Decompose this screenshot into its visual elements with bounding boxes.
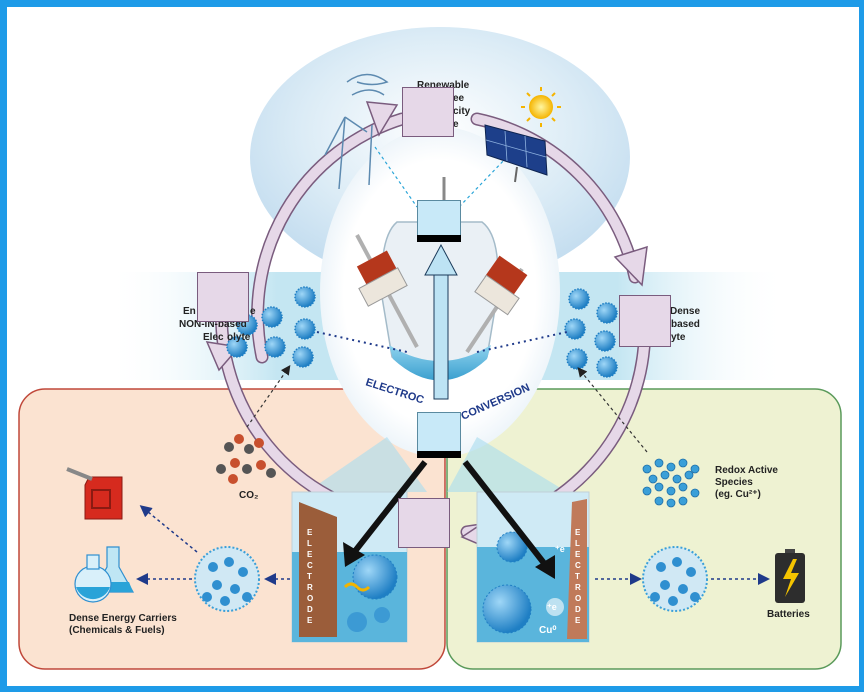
electrode-inset-right (476, 491, 590, 643)
redaction-box-top (402, 87, 454, 137)
beam-left (307, 437, 427, 492)
electrochemical-cell (355, 177, 528, 400)
electrode-right (465, 255, 528, 354)
label-right-1: Dense (670, 306, 701, 317)
label-renewable-3: city (453, 106, 471, 117)
label-right-3: yte (671, 332, 686, 343)
wind-turbine-icon (324, 73, 389, 190)
label-left-3b: olyte (227, 332, 251, 343)
redaction-box-left (197, 272, 249, 322)
arrow-to-right-inset (462, 460, 550, 569)
cycle-arrowhead-top-left (365, 101, 399, 137)
sun-icon (521, 87, 561, 127)
label-left-2: NON-IN-based (179, 319, 247, 330)
redaction-box-bottom (398, 498, 450, 548)
label-renewable-2: ee (453, 93, 465, 104)
label-renewable-4: e (453, 119, 459, 130)
redaction-box-center-bottom (417, 412, 461, 458)
dotted-line-left (374, 146, 418, 208)
cycle-arrowhead-right (613, 245, 648, 287)
chemical-flasks-icon (74, 546, 135, 603)
co2-arrow (246, 365, 291, 428)
label-left-1: En (183, 306, 196, 317)
label-right-2: based (671, 319, 700, 330)
label-redox-2: Species (715, 477, 753, 488)
redaction-box-center-top (417, 200, 461, 242)
label-left-3: Elec (203, 332, 224, 343)
label-dense-1: Dense Energy Carriers (69, 613, 177, 624)
redox-species-icon (642, 458, 700, 508)
label-left-1b: e (250, 306, 256, 317)
co2-molecules-icon (216, 434, 276, 484)
solar-panel-icon (484, 124, 548, 183)
electrode-left (355, 234, 419, 348)
arrow-to-left-inset-head (343, 542, 365, 567)
label-e-minus-1: ⁺e (555, 544, 565, 554)
label-dense-2: (Chemicals & Fuels) (69, 625, 165, 636)
electrochemical-cycle-diagram: ELECTROC CONVERSION (18, 27, 842, 670)
label-e-minus-2: ⁺e (547, 602, 557, 612)
label-batteries: Batteries (767, 609, 810, 620)
label-co2: CO₂ (239, 490, 259, 501)
arrow-to-left-inset (349, 460, 428, 557)
nanoparticle-left-icon (194, 546, 260, 612)
label-renewable: Renewable (417, 80, 470, 91)
label-redox-3: (eg. Cu²⁺) (715, 489, 761, 500)
molecule-cluster-left (226, 286, 316, 368)
label-redox-1: Redox Active (715, 465, 778, 476)
battery-icon (775, 549, 805, 603)
fuel-canister-icon (66, 467, 123, 520)
arrow-to-right-inset-head (535, 555, 555, 579)
redaction-box-right (619, 295, 671, 347)
label-electrode-left: ELECTRODE (307, 528, 315, 625)
label-electrode-right: ELECTRODE (575, 528, 583, 625)
nanoparticle-right-icon (642, 546, 708, 612)
molecule-cluster-right (564, 288, 618, 378)
electrode-inset-left (291, 491, 408, 643)
label-cu0: Cu⁰ (539, 625, 557, 636)
